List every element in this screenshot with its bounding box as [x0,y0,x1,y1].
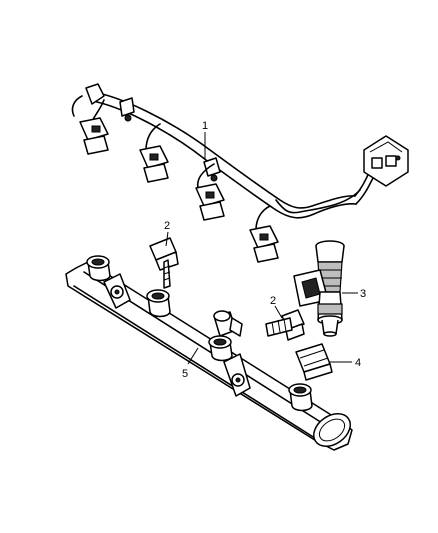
leader-lines [165,132,358,365]
callout-2-upper: 2 [164,220,170,232]
injector-clip [295,343,333,381]
bolt-lower [265,309,305,341]
harness-clip-left [71,83,105,117]
harness-clip-small-2 [203,157,221,182]
rail-bracket-1 [103,273,131,309]
injector-connector-3 [195,163,225,221]
wiring-harness [71,83,409,263]
callout-2-lower: 2 [270,295,276,307]
rail-bracket-2 [223,353,251,397]
fuel-rail [65,255,353,451]
harness-main-connector [363,135,409,187]
fuel-injector [293,240,345,337]
callout-5: 5 [182,368,188,380]
bolt-upper [149,237,179,289]
callout-4: 4 [355,357,361,369]
rail-cup-2 [146,289,171,318]
injector-connector-2 [139,123,169,183]
callout-3: 3 [360,288,366,300]
rail-cup-1 [86,255,111,282]
callout-1: 1 [202,120,208,132]
rail-pressure-port [213,310,243,337]
harness-clip-small-1 [119,97,135,122]
injector-connector-1 [79,99,109,155]
injector-connector-4 [249,205,279,263]
rail-cup-4 [288,383,313,412]
rail-cup-3 [208,335,233,362]
